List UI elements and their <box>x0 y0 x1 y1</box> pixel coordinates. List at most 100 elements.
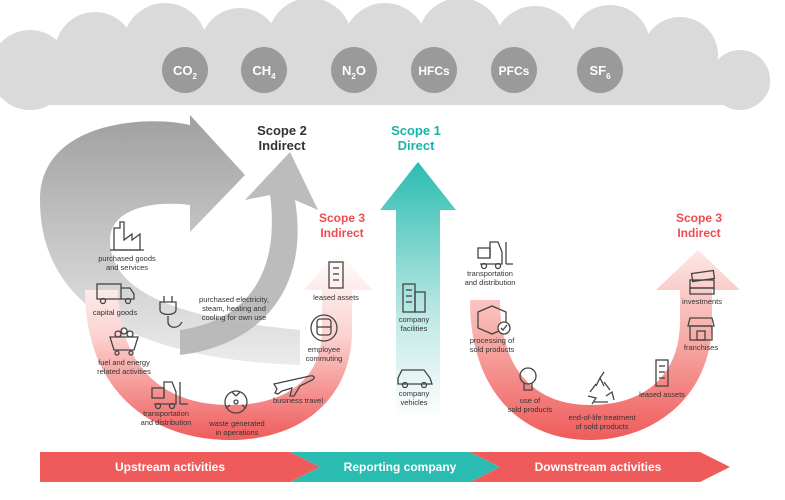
plug-icon <box>159 296 183 328</box>
svg-text:waste generated: waste generated <box>208 419 264 428</box>
svg-text:Scope 3: Scope 3 <box>319 211 365 225</box>
downstream-red-arrow <box>470 250 740 440</box>
svg-text:N2O: N2O <box>342 63 366 81</box>
item-business-travel: business travel <box>272 375 323 405</box>
svg-text:purchased electricity,: purchased electricity, <box>199 295 269 304</box>
downstream-bar-label: Downstream activities <box>535 460 662 474</box>
scope3-downstream-label: Scope 3 Indirect <box>676 211 722 240</box>
gas-circles: CO2 CH4 N2O HFCs PFCs SF6 <box>162 47 623 93</box>
svg-text:and services: and services <box>106 263 148 272</box>
item-capital-goods: capital goods <box>93 283 137 317</box>
svg-text:of sold products: of sold products <box>576 422 629 431</box>
svg-text:commuting: commuting <box>306 354 343 363</box>
box-check-icon <box>477 305 511 335</box>
svg-text:fuel and energy: fuel and energy <box>98 358 150 367</box>
reporting-bar-segment <box>290 452 500 482</box>
svg-text:Direct: Direct <box>398 138 436 153</box>
svg-text:purchased goods: purchased goods <box>98 254 156 263</box>
svg-text:investments: investments <box>682 297 722 306</box>
item-purchased-electricity: purchased electricity, steam, heating an… <box>159 295 269 328</box>
svg-text:CH4: CH4 <box>252 63 276 81</box>
svg-text:cooling for own use: cooling for own use <box>202 313 267 322</box>
office-building-icon <box>402 283 426 313</box>
item-use-of-sold-products: use of sold products <box>508 367 553 414</box>
downstream-bar-segment <box>470 452 730 482</box>
train-icon <box>310 314 338 342</box>
truck-icon <box>96 283 135 305</box>
item-company-vehicles: company vehicles <box>397 369 433 407</box>
item-end-of-life: end-of-life treatment of sold products <box>568 371 636 431</box>
gas-ch4: CH4 <box>241 47 287 93</box>
item-processing: processing of sold products <box>470 305 516 354</box>
svg-text:steam, heating and: steam, heating and <box>202 304 266 313</box>
lightbulb-icon <box>519 367 537 391</box>
svg-text:company: company <box>399 315 430 324</box>
svg-text:franchises: franchises <box>684 343 718 352</box>
gas-sf6: SF6 <box>577 47 623 93</box>
svg-text:PFCs: PFCs <box>499 64 530 78</box>
item-leased-assets-downstream: leased assets <box>639 359 685 399</box>
svg-text:Indirect: Indirect <box>677 226 720 240</box>
svg-text:Indirect: Indirect <box>259 138 307 153</box>
upstream-bar-label: Upstream activities <box>115 460 225 474</box>
item-company-facilities: company facilities <box>399 283 430 333</box>
radiation-icon <box>224 390 248 414</box>
svg-text:Scope 2: Scope 2 <box>257 123 307 138</box>
gas-n2o: N2O <box>331 47 377 93</box>
svg-text:Scope 1: Scope 1 <box>391 123 441 138</box>
svg-text:transportation: transportation <box>143 409 189 418</box>
svg-text:transportation: transportation <box>467 269 513 278</box>
building-icon <box>655 359 669 387</box>
svg-text:facilities: facilities <box>401 324 428 333</box>
svg-text:Indirect: Indirect <box>320 226 363 240</box>
svg-text:vehicles: vehicles <box>400 398 427 407</box>
svg-text:SF6: SF6 <box>589 63 611 81</box>
gas-hfcs: HFCs <box>411 47 457 93</box>
forklift-icon <box>151 381 188 410</box>
svg-text:in operations: in operations <box>216 428 259 437</box>
svg-text:use of: use of <box>520 396 541 405</box>
scope1-arrow <box>380 162 456 420</box>
svg-text:leased assets: leased assets <box>639 390 685 399</box>
gas-co2: CO2 <box>162 47 208 93</box>
activity-bar: Upstream activities Reporting company Do… <box>40 452 730 482</box>
svg-text:sold products: sold products <box>508 405 553 414</box>
svg-text:leased assets: leased assets <box>313 293 359 302</box>
item-investments: investments <box>682 269 722 306</box>
money-stack-icon <box>689 269 716 295</box>
svg-text:end-of-life treatment: end-of-life treatment <box>568 413 636 422</box>
svg-text:business travel: business travel <box>273 396 323 405</box>
mine-cart-icon <box>109 327 139 356</box>
svg-text:HFCs: HFCs <box>418 64 450 78</box>
upstream-red-arrow <box>85 250 372 440</box>
item-employee-commuting: employee commuting <box>306 314 343 363</box>
item-fuel-energy: fuel and energy related activities <box>97 327 151 376</box>
item-waste: waste generated in operations <box>208 390 265 437</box>
reporting-bar-label: Reporting company <box>344 460 457 474</box>
svg-text:and distribution: and distribution <box>465 278 516 287</box>
svg-text:and distribution: and distribution <box>141 418 192 427</box>
scope1-label: Scope 1 Direct <box>391 123 441 153</box>
svg-text:CO2: CO2 <box>173 63 198 81</box>
svg-text:related activities: related activities <box>97 367 151 376</box>
svg-text:company: company <box>399 389 430 398</box>
item-transport-upstream: transportation and distribution <box>141 381 192 427</box>
svg-text:processing of: processing of <box>470 336 516 345</box>
recycle-icon <box>587 371 615 405</box>
car-icon <box>397 369 433 389</box>
airplane-icon <box>272 375 315 397</box>
factory-icon <box>110 221 144 251</box>
gas-pfcs: PFCs <box>491 47 537 93</box>
svg-text:Scope 3: Scope 3 <box>676 211 722 225</box>
upstream-bar-segment <box>40 452 320 482</box>
svg-text:capital goods: capital goods <box>93 308 137 317</box>
item-purchased-goods: purchased goods and services <box>98 221 156 272</box>
building-icon <box>328 261 344 289</box>
scope2-arrow-head <box>180 152 318 355</box>
scope2-label: Scope 2 Indirect <box>257 123 307 153</box>
forklift-icon <box>477 241 513 270</box>
svg-text:employee: employee <box>308 345 341 354</box>
cloud-band <box>0 0 770 110</box>
item-leased-assets-upstream: leased assets <box>313 261 359 302</box>
